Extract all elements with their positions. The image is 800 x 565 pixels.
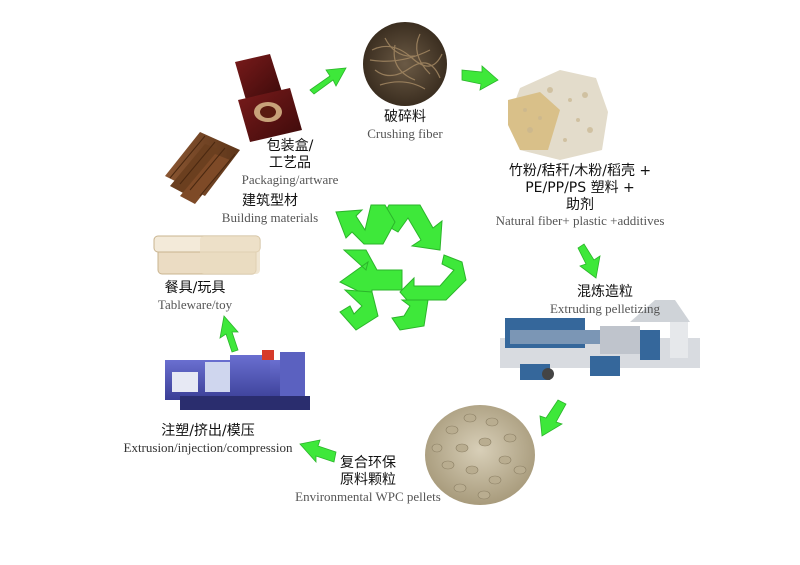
crushing-zh: 破碎料 xyxy=(384,109,426,125)
packaging-zh-1: 包装盒/ xyxy=(266,138,314,154)
pellets-zh-1: 复合环保 xyxy=(340,455,396,471)
cycle-arrows xyxy=(219,65,601,464)
arrow-molding-to-tableware xyxy=(219,315,239,353)
label-crushing: 破碎料 Crushing fiber xyxy=(340,109,470,141)
packaging-zh-2: 工艺品 xyxy=(269,154,311,171)
injection-machine-image xyxy=(165,350,310,410)
extruding-en: Extruding pelletizing xyxy=(549,300,661,316)
mixing-zh-2: PE/PP/PS 塑料 + xyxy=(525,179,635,196)
molding-en: Extrusion/injection/compression xyxy=(123,439,293,455)
extruder-machine-image xyxy=(500,300,700,380)
crushed-fiber-image xyxy=(363,22,447,106)
mixing-zh-3: 助剂 xyxy=(566,196,594,213)
arrow-mixing-to-extruding xyxy=(577,243,601,279)
label-packaging: 包装盒/ 工艺品 Packaging/artware xyxy=(235,138,345,187)
building-en: Building materials xyxy=(221,209,319,225)
label-pellets: 复合环保 原料颗粒 Environmental WPC pellets xyxy=(283,455,453,504)
mixing-zh-1: 竹粉/秸秆/木粉/稻壳 + xyxy=(508,163,652,179)
decking-boards-image xyxy=(165,132,240,204)
label-molding: 注塑/挤出/模压 Extrusion/injection/compression xyxy=(108,423,308,455)
arrow-packaging-to-crushing xyxy=(309,67,347,95)
pellets-en: Environmental WPC pellets xyxy=(295,488,441,504)
arrow-extruding-to-pellets xyxy=(539,399,567,437)
gift-box-image xyxy=(235,54,302,142)
label-mixing: 竹粉/秸秆/木粉/稻壳 + PE/PP/PS 塑料 + 助剂 Natural f… xyxy=(470,163,690,229)
building-zh: 建筑型材 xyxy=(242,193,298,209)
label-extruding: 混炼造粒 Extruding pelletizing xyxy=(520,284,690,316)
tableware-zh: 餐具/玩具 xyxy=(164,280,226,296)
label-building: 建筑型材 Building materials xyxy=(210,193,330,225)
pellets-zh-2: 原料颗粒 xyxy=(340,471,396,488)
crushing-en: Crushing fiber xyxy=(367,125,443,141)
tableware-en: Tableware/toy xyxy=(157,296,233,312)
extruding-zh: 混炼造粒 xyxy=(577,284,633,300)
recycle-icon xyxy=(335,204,467,331)
mixing-en: Natural fiber+ plastic +additives xyxy=(495,213,665,229)
fiber-powder-image xyxy=(508,70,608,160)
molding-zh: 注塑/挤出/模压 xyxy=(161,423,255,439)
packaging-en: Packaging/artware xyxy=(241,171,339,187)
label-tableware: 餐具/玩具 Tableware/toy xyxy=(145,280,245,312)
tableware-box-image xyxy=(153,235,261,275)
arrow-crushing-to-mixing xyxy=(461,65,499,91)
arrow-pellets-to-molding xyxy=(299,439,337,464)
wpc-pellets-image xyxy=(425,405,535,505)
